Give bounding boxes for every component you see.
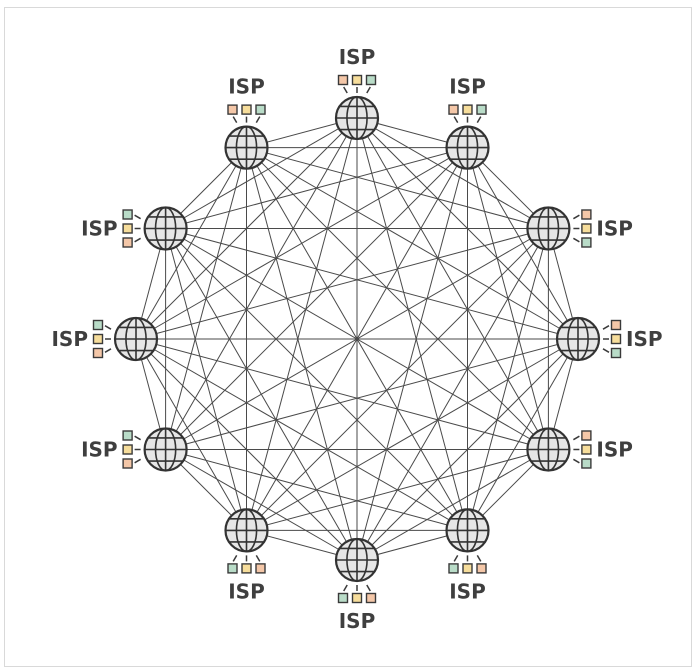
isp-label: ISP [626, 327, 663, 351]
isp-nodes: ISP ISP ISP ISP ISP ISP ISP ISP ISP ISP ISP ISP [51, 45, 662, 633]
signal-indicator-icon [337, 584, 377, 604]
globe-icon [445, 508, 490, 553]
globe-icon [555, 316, 601, 362]
isp-label: ISP [51, 327, 88, 351]
signal-indicator-icon [92, 319, 112, 359]
isp-label: ISP [228, 579, 265, 603]
isp-node-6: ISP [445, 508, 490, 603]
isp-node-12: ISP [224, 75, 269, 170]
isp-node-7: ISP [334, 537, 380, 633]
signal-indicator-icon [448, 104, 487, 123]
mesh-link [135, 338, 247, 531]
isp-label: ISP [449, 579, 486, 603]
isp-node-9: ISP [81, 427, 188, 472]
globe-icon [113, 316, 159, 362]
isp-label: ISP [596, 217, 633, 241]
globe-icon [224, 125, 269, 170]
mesh-link [246, 147, 358, 561]
mesh-link [165, 147, 247, 450]
mesh-link [246, 117, 358, 531]
globe-icon [143, 206, 188, 251]
mesh-link [165, 147, 468, 450]
isp-label: ISP [339, 609, 376, 633]
mesh-link [246, 147, 468, 531]
signal-indicator-icon [122, 209, 141, 248]
mesh-link [356, 117, 468, 531]
signal-indicator-icon [573, 209, 592, 248]
signal-indicator-icon [573, 430, 592, 469]
mesh-link [165, 338, 579, 450]
mesh-link [246, 147, 579, 340]
globe-icon [224, 508, 269, 553]
signal-indicator-icon [122, 430, 141, 469]
isp-node-5: ISP [526, 427, 633, 472]
isp-node-8: ISP [224, 508, 269, 603]
signal-indicator-icon [227, 104, 266, 123]
mesh-link [135, 147, 247, 340]
isp-node-2: ISP [445, 75, 490, 170]
mesh-link [246, 147, 549, 229]
isp-label: ISP [596, 438, 633, 462]
signal-indicator-icon [448, 555, 487, 574]
isp-label: ISP [449, 75, 486, 99]
mesh-link [165, 228, 468, 531]
isp-node-1: ISP [334, 45, 380, 141]
mesh-link [135, 338, 468, 531]
signal-indicator-icon [337, 74, 377, 94]
mesh-link [165, 449, 358, 561]
isp-label: ISP [228, 75, 265, 99]
signal-indicator-icon [227, 555, 266, 574]
globe-icon [526, 427, 571, 472]
isp-node-4: ISP [555, 316, 663, 362]
mesh-link [135, 338, 549, 450]
isp-node-11: ISP [81, 206, 188, 251]
mesh-links [135, 117, 579, 561]
globe-icon [334, 537, 380, 583]
isp-label: ISP [81, 438, 118, 462]
isp-label: ISP [339, 45, 376, 69]
mesh-link [165, 228, 579, 340]
signal-indicator-icon [602, 319, 622, 359]
globe-icon [143, 427, 188, 472]
mesh-link [356, 147, 468, 561]
mesh-link [246, 228, 549, 531]
isp-node-10: ISP [51, 316, 159, 362]
mesh-link [135, 228, 549, 340]
globe-icon [526, 206, 571, 251]
isp-label: ISP [81, 217, 118, 241]
globe-icon [334, 95, 380, 141]
mesh-link [246, 147, 549, 450]
mesh-link [165, 228, 358, 561]
globe-icon [445, 125, 490, 170]
mesh-link [165, 228, 247, 531]
isp-node-3: ISP [526, 206, 633, 251]
